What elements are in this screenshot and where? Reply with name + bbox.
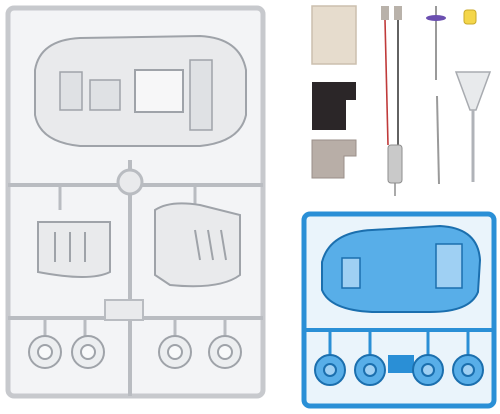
sprue-tab: [104, 299, 144, 321]
white-car-body: [34, 34, 247, 147]
blue-wheels: [314, 354, 484, 386]
sprue-hub: [116, 168, 144, 196]
motor-with-wires: [381, 6, 403, 196]
propeller-shaft: [426, 6, 446, 80]
foam-pad: [311, 5, 357, 65]
blue-car-body: [321, 224, 482, 313]
white-wheels: [28, 335, 242, 369]
black-pad: [312, 82, 356, 130]
white-interior-left: [37, 221, 111, 278]
funnel-part: [454, 71, 492, 182]
small-yellow-part: [463, 9, 477, 25]
rod: [436, 95, 440, 185]
white-interior-right: [154, 202, 241, 288]
metal-plate: [311, 139, 357, 179]
